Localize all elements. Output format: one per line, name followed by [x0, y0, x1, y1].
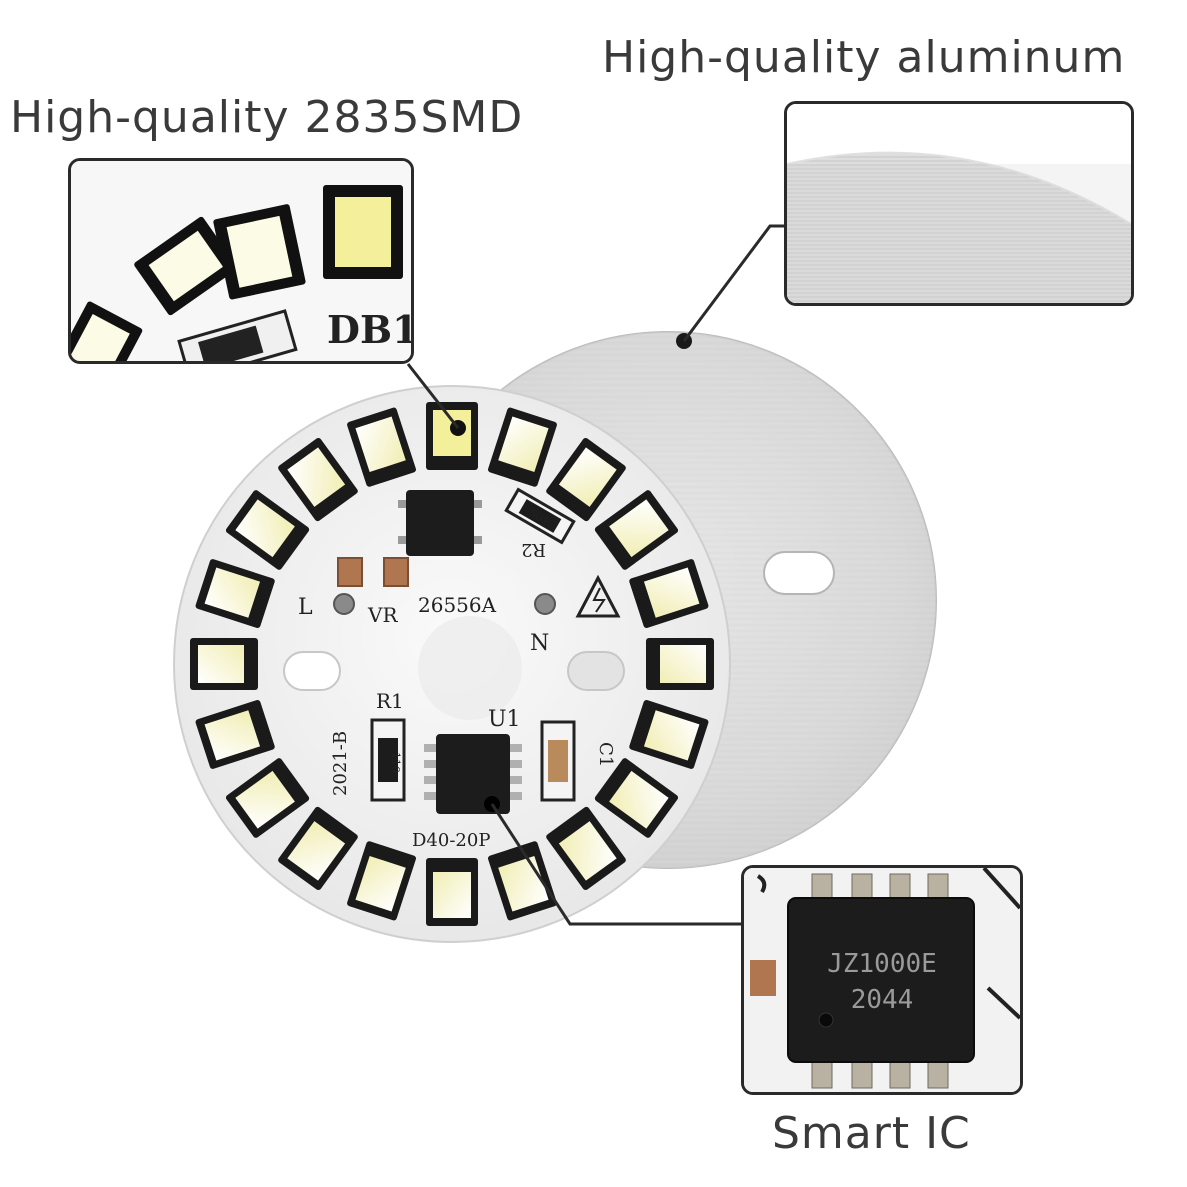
smd-led [594, 758, 679, 838]
resistor-r2: 501 [504, 487, 576, 545]
smd-led [546, 806, 626, 891]
smd-led [278, 437, 358, 522]
terminal-n [534, 593, 556, 615]
callout-smart-ic-closeup: JZ1000E 2044 [741, 865, 1023, 1095]
closeup-label-db1: DB1 [327, 307, 411, 352]
callout-aluminum-closeup [784, 101, 1134, 306]
smd-led [225, 490, 310, 570]
label-l: L [298, 595, 313, 620]
closeup-res-code: 501 [216, 338, 246, 361]
label-date: 2021-B [330, 731, 351, 796]
label-model: 26556A [418, 593, 497, 617]
closeup-led-3 [213, 204, 306, 300]
closeup-led-1 [71, 301, 143, 361]
smd-led [594, 490, 679, 570]
chip-marking-line1: JZ1000E [827, 949, 937, 979]
led-ring [190, 402, 714, 926]
smd-led [195, 700, 275, 769]
closeup-led-4 [323, 185, 403, 279]
caption-aluminum: High-quality aluminum [602, 32, 1126, 83]
terminal-l [333, 593, 355, 615]
vr-pad-2 [383, 557, 409, 587]
label-n: N [530, 631, 549, 656]
smd-led [225, 758, 310, 838]
smd-led [629, 700, 709, 769]
label-r2: R2 [521, 539, 546, 560]
smd-led [190, 638, 258, 690]
chip-marking-line2: 2044 [851, 985, 914, 1015]
label-c1: C1 [595, 742, 616, 767]
pcb-slot-right [567, 651, 625, 691]
smd-led [426, 402, 478, 470]
smd-led [646, 638, 714, 690]
smd-led [488, 407, 557, 487]
high-voltage-warning-icon [575, 574, 621, 618]
callout-smd-closeup: 501 DB1 [68, 158, 414, 364]
pcb-slot-left [283, 651, 341, 691]
label-r1: R1 [376, 689, 404, 713]
capacitor-c1 [540, 720, 576, 802]
smd-led [546, 437, 626, 522]
led-pcb-board: 501 R2 L VR 26556A N R1 U1 C1 2021-B D40… [173, 385, 731, 943]
closeup-ic-body [787, 897, 975, 1063]
rectifier-chip [398, 490, 482, 556]
closeup-led-2 [134, 216, 238, 316]
smd-led [195, 559, 275, 628]
caption-smart-ic: Smart IC [772, 1108, 971, 1159]
driver-ic-u1 [424, 734, 522, 814]
r1-code: 110 [389, 752, 402, 773]
smd-led [426, 858, 478, 926]
smd-led [278, 806, 358, 891]
smd-led [629, 559, 709, 628]
smd-led [347, 841, 416, 921]
label-u1: U1 [488, 707, 521, 732]
smd-led [347, 407, 416, 487]
closeup-resistor: 501 [177, 309, 298, 361]
vr-pad-1 [337, 557, 363, 587]
pin1-marker-icon [818, 1012, 834, 1028]
label-part: D40-20P [412, 830, 490, 851]
label-vr: VR [367, 603, 398, 627]
aluminum-slot-hole [763, 551, 835, 595]
caption-smd: High-quality 2835SMD [10, 92, 524, 143]
resistor-r1: 110 [370, 718, 406, 802]
callout-lines [406, 224, 784, 926]
closeup-copper-pad [750, 960, 776, 996]
